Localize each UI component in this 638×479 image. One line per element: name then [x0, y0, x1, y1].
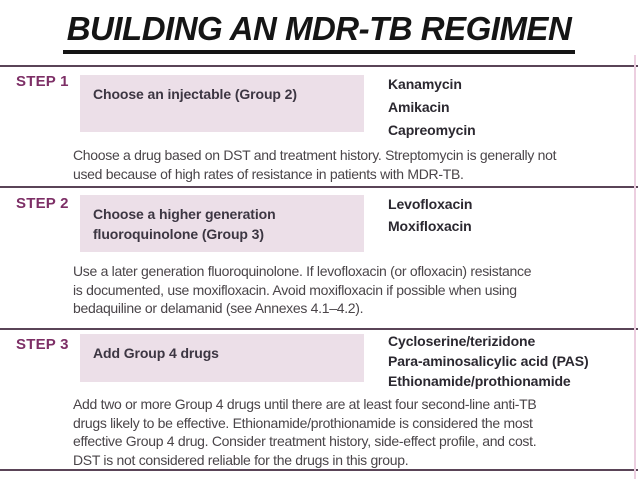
- step-2-note: Use a later generation fluoroquinolone. …: [73, 263, 532, 316]
- step-3-label: STEP 3: [16, 336, 69, 353]
- step-1-instruction-box: Choose an injectable (Group 2): [80, 75, 364, 132]
- drug-item: Ethionamide/prothionamide: [388, 373, 571, 389]
- section-divider: [0, 65, 638, 67]
- step-3-instruction-box: Add Group 4 drugs: [80, 334, 364, 382]
- step-1-instruction-text: Choose an injectable (Group 2): [93, 86, 297, 102]
- drug-item: Amikacin: [388, 99, 450, 115]
- drug-item: Levofloxacin: [388, 196, 473, 212]
- step-3-drug-list: Cycloserine/terizidone Para-aminosalicyl…: [388, 331, 633, 391]
- step-1-label: STEP 1: [16, 73, 69, 90]
- step-2-instruction-text: Choose a higher generation fluoroquinolo…: [93, 206, 276, 242]
- step-1-drug-list: Kanamycin Amikacin Capreomycin: [388, 73, 633, 142]
- step-2-label: STEP 2: [16, 195, 69, 212]
- drug-item: Capreomycin: [388, 122, 476, 138]
- step-3-note: Add two or more Group 4 drugs until ther…: [73, 396, 537, 468]
- step-3-instruction-text: Add Group 4 drugs: [93, 345, 219, 361]
- title-area: BUILDING AN MDR-TB REGIMEN: [0, 10, 638, 54]
- step-2-instruction-box: Choose a higher generation fluoroquinolo…: [80, 195, 364, 252]
- step-2-drug-list: Levofloxacin Moxifloxacin: [388, 193, 633, 237]
- drug-item: Kanamycin: [388, 76, 462, 92]
- drug-item: Moxifloxacin: [388, 218, 472, 234]
- section-divider: [0, 469, 638, 471]
- section-divider: [0, 186, 638, 188]
- step-1-note: Choose a drug based on DST and treatment…: [73, 147, 557, 182]
- page-title: BUILDING AN MDR-TB REGIMEN: [62, 10, 576, 54]
- right-edge-line: [634, 55, 636, 479]
- drug-item: Cycloserine/terizidone: [388, 333, 536, 349]
- section-divider: [0, 328, 638, 330]
- drug-item: Para-aminosalicylic acid (PAS): [388, 353, 589, 369]
